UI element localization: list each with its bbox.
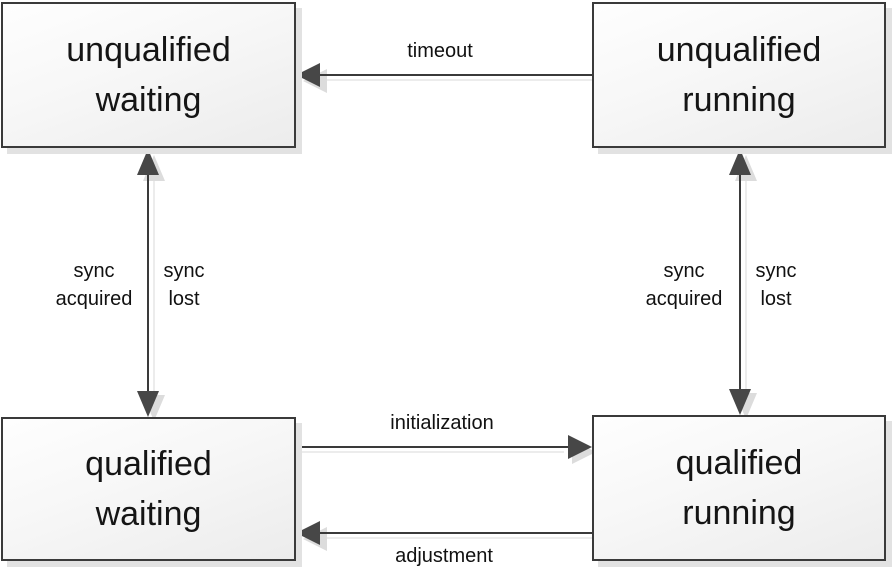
transition-label-adjustment: adjustment [395,545,493,567]
state-unqualified-running: unqualified running [592,2,886,148]
transition-label-sync-lost-right: sync lost [755,260,797,310]
transition-timeout-arrow [296,63,596,93]
transition-sync-left-arrow [137,149,165,421]
transition-label-sync-acquired-left: sync acquired [55,260,133,310]
transition-label-sync-acquired-right: sync acquired [645,260,723,310]
arrowhead-down-icon [729,389,751,415]
arrowhead-left-icon [296,63,320,87]
transition-sync-right-arrow [729,149,757,419]
arrow-shadow-head [303,69,327,93]
transition-label-timeout: timeout [407,40,473,62]
arrowhead-down-icon [137,391,159,417]
arrowhead-up-icon [137,149,159,175]
arrowhead-up-icon [729,149,751,175]
transition-label-sync-lost-left: sync lost [163,260,205,310]
state-qualified-running: qualified running [592,415,886,561]
arrowhead-left-icon [296,521,320,545]
state-qualified-waiting: qualified waiting [1,417,296,561]
arrow-shadow-head [303,527,327,551]
transition-initialization-arrow [297,435,596,464]
arrow-shadow-head [735,155,757,181]
arrowhead-right-icon [568,435,592,459]
arrow-shadow-head [143,155,165,181]
transition-label-initialization: initialization [390,412,494,434]
state-unqualified-waiting: unqualified waiting [1,2,296,148]
